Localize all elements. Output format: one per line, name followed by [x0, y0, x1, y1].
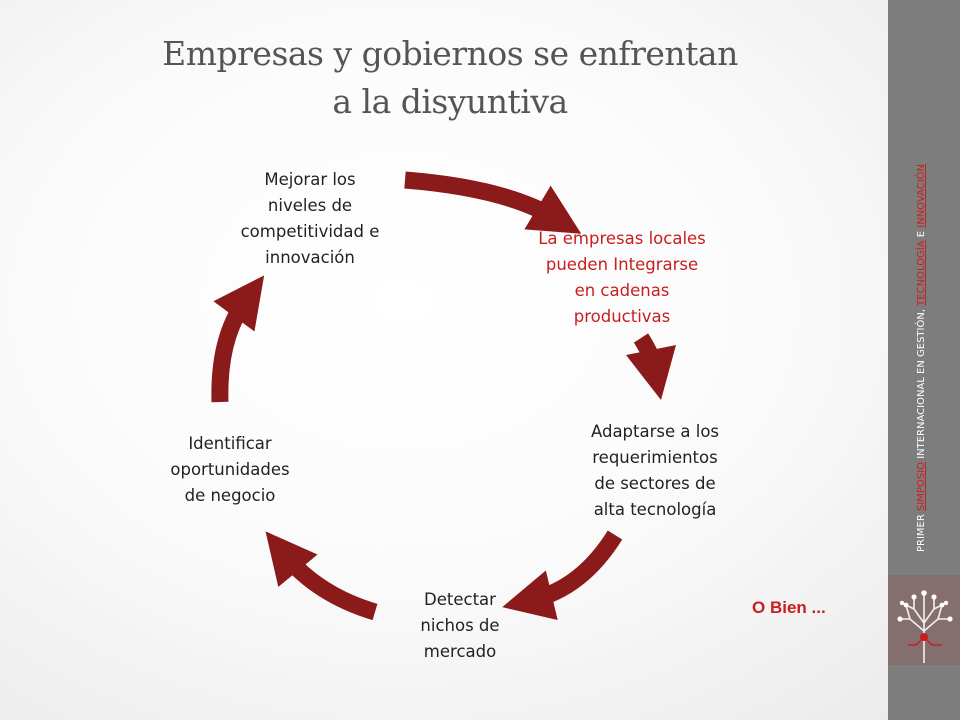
cycle-arrow-5 — [211, 275, 265, 403]
title-line-1: Empresas y gobiernos se enfrentan — [162, 34, 738, 73]
cycle-diagram — [211, 171, 676, 621]
sidebar-symposium-text: PRIMER SIMPOSIO INTERNACIONAL EN GESTIÓN… — [916, 163, 927, 552]
slide-title: Empresas y gobiernos se enfrentan a la d… — [100, 30, 800, 126]
cycle-node-detectar: Detectar nichos de mercado — [420, 590, 500, 661]
cycle-node-adaptarse: Adaptarse a los requerimientos de sector… — [590, 422, 720, 519]
cycle-arrow-1 — [404, 171, 582, 234]
title-line-2: a la disyuntiva — [332, 82, 568, 121]
cycle-arrow-4 — [265, 531, 378, 621]
cycle-node-integrarse: La empresas locales pueden Integrarse en… — [538, 229, 706, 326]
o-bien-note: O Bien ... — [752, 598, 826, 617]
cycle-node-mejorar: Mejorar los niveles de competitividad e … — [240, 170, 380, 267]
circuit-tree-logo-icon — [888, 575, 960, 665]
cycle-node-identificar: Identificar oportunidades de negocio — [170, 434, 290, 505]
cycle-arrow-3 — [502, 530, 623, 621]
cycle-arrow-2 — [625, 333, 676, 401]
